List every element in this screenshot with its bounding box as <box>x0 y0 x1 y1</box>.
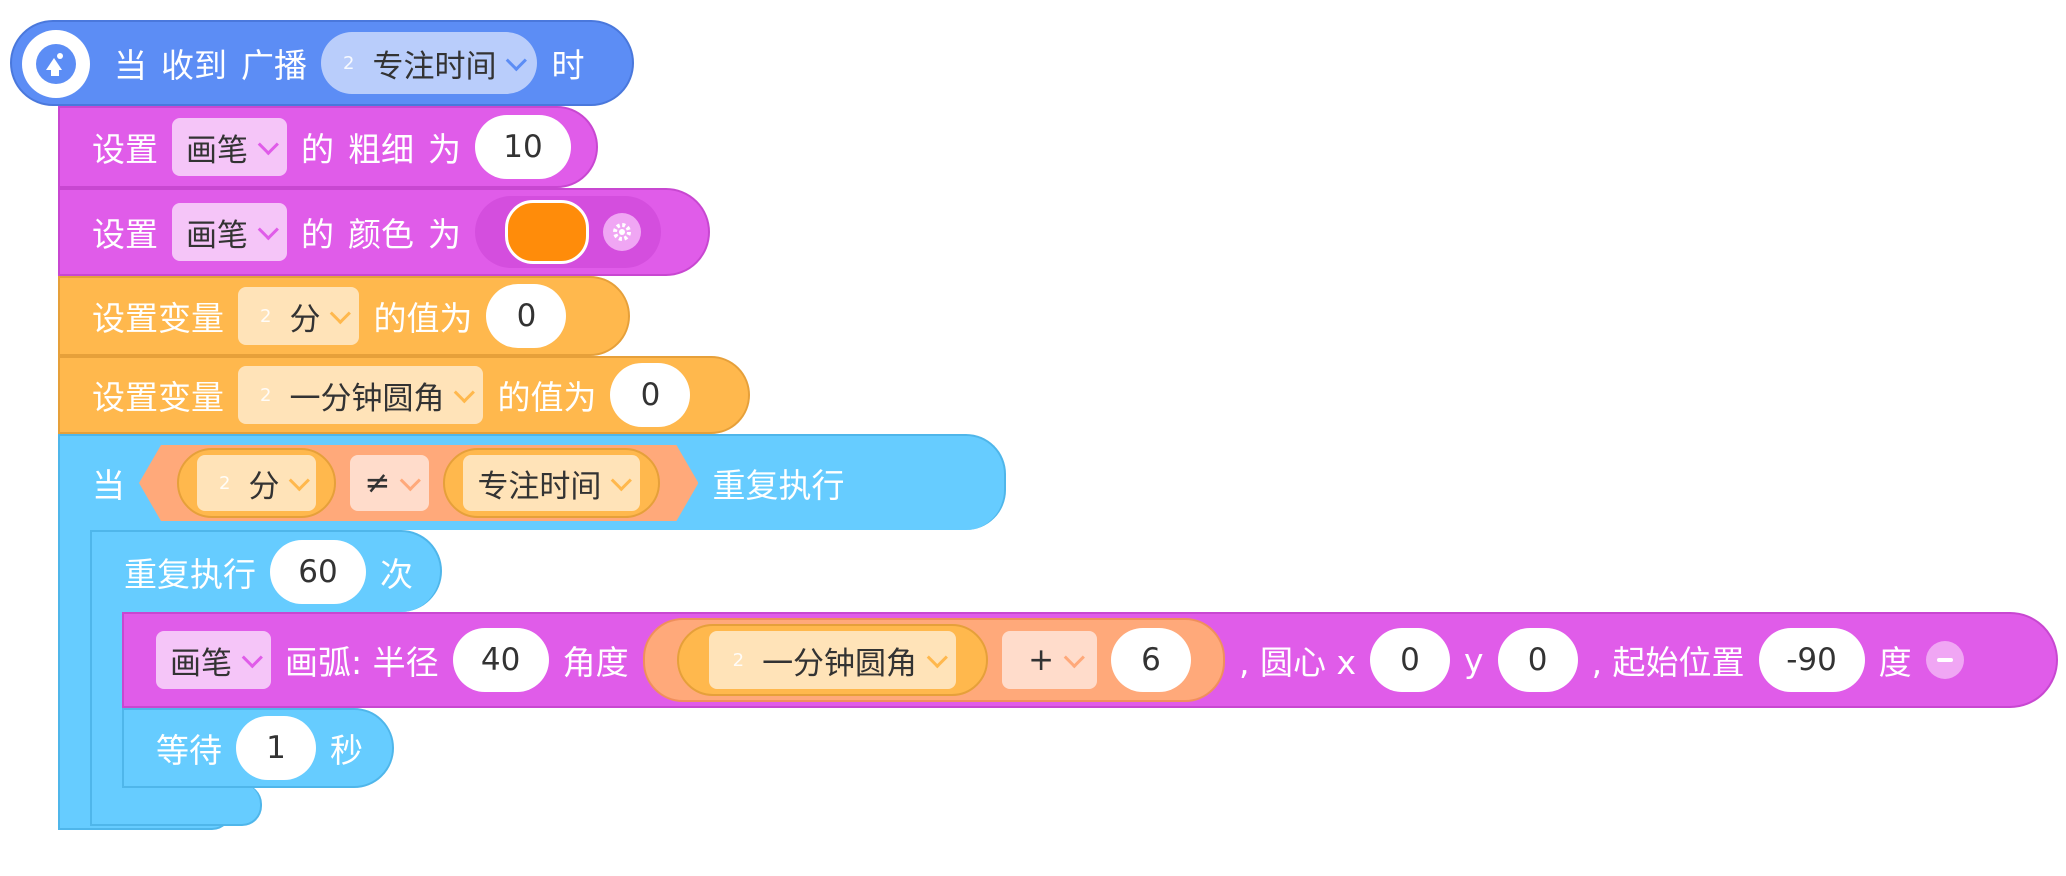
chevron-down-icon <box>400 470 421 491</box>
operator-value: ≠ <box>364 465 391 501</box>
start-position-label: , 起始位置 <box>1591 643 1745 682</box>
collapse-minus-icon[interactable] <box>1925 641 1964 679</box>
chevron-down-icon <box>611 470 632 491</box>
pen-target-dropdown[interactable]: 画笔 <box>172 118 287 176</box>
set-label: 设置 <box>92 130 158 169</box>
set-variable-label: 设置变量 <box>92 299 224 338</box>
chevron-down-icon <box>1063 646 1085 668</box>
add-value-input[interactable]: 6 <box>1111 628 1192 692</box>
variable-value: 一分钟圆角 <box>762 645 918 682</box>
repeat-loop-arm <box>90 610 122 786</box>
broadcast-icon <box>22 30 90 98</box>
not-equal-condition[interactable]: 2 分 ≠ 专注时间 <box>139 445 698 521</box>
of-label: 的 <box>301 215 334 254</box>
repeat-label: 重复执行 <box>712 466 845 505</box>
repeat-count-input[interactable]: 60 <box>270 540 366 604</box>
repeat-label: 重复执行 <box>124 555 256 594</box>
operator-dropdown[interactable]: + <box>1002 631 1098 689</box>
seconds-label: 秒 <box>330 731 363 770</box>
variable-value-input[interactable]: 0 <box>486 284 567 348</box>
times-label: 次 <box>380 555 413 594</box>
broadcast-badge: 2 <box>343 52 355 74</box>
chevron-down-icon <box>257 218 279 240</box>
message-dropdown[interactable]: 专注时间 <box>463 455 640 511</box>
variable-value-input[interactable]: 0 <box>610 363 691 427</box>
chevron-down-icon <box>257 133 279 155</box>
wait-label: 等待 <box>156 731 222 770</box>
color-picker-field[interactable] <box>475 196 661 268</box>
repeat-loop-block[interactable]: 重复执行 60 次 <box>90 530 442 612</box>
center-y-label: y <box>1464 640 1484 680</box>
broadcast-message-dropdown[interactable]: 2 专注时间 <box>321 32 538 94</box>
variable-value: 分 <box>289 301 321 338</box>
pen-size-input[interactable]: 10 <box>475 115 571 179</box>
set-pen-size-block[interactable]: 设置 画笔 的 粗细 为 10 <box>58 106 598 188</box>
set-variable-block[interactable]: 设置变量 2 一分钟圆角 的值为 0 <box>58 356 750 434</box>
start-angle-input[interactable]: -90 <box>1758 628 1865 692</box>
pen-target-value: 画笔 <box>186 217 248 254</box>
radius-input[interactable]: 40 <box>452 628 549 692</box>
value-to-label: 的值为 <box>373 299 473 338</box>
degree-label: 度 <box>1878 643 1912 682</box>
color-label: 颜色 <box>348 215 414 254</box>
value-to-label: 的值为 <box>497 378 597 417</box>
received-label: 收到 <box>161 46 227 85</box>
size-label: 粗细 <box>348 130 414 169</box>
pen-target-dropdown[interactable]: 画笔 <box>156 631 271 689</box>
to-label: 为 <box>428 130 461 169</box>
variable-reporter[interactable]: 2 分 <box>177 448 336 518</box>
wait-block[interactable]: 等待 1 秒 <box>122 708 394 788</box>
broadcast-reporter[interactable]: 专注时间 <box>443 448 660 518</box>
to-label: 为 <box>428 215 461 254</box>
variable-value: 分 <box>248 468 280 505</box>
while-loop-block[interactable]: 当 2 分 ≠ 专注时间 重复执行 <box>58 434 1006 530</box>
pen-target-value: 画笔 <box>186 132 248 169</box>
set-pen-color-block[interactable]: 设置 画笔 的 颜色 为 <box>58 188 710 276</box>
when-broadcast-hat-block[interactable]: 当 收到 广播 2 专注时间 时 <box>10 20 634 106</box>
wait-seconds-input[interactable]: 1 <box>236 716 316 780</box>
repeat-loop-foot <box>90 784 262 826</box>
angle-label: 角度 <box>562 643 629 682</box>
variable-dropdown[interactable]: 2 分 <box>197 455 316 511</box>
variable-badge: 2 <box>260 305 272 327</box>
variable-reporter[interactable]: 2 一分钟圆角 <box>676 624 989 696</box>
then-label: 时 <box>551 46 585 85</box>
when-label: 当 <box>114 46 147 85</box>
variable-badge: 2 <box>260 384 272 406</box>
chevron-down-icon <box>241 646 263 668</box>
set-label: 设置 <box>92 215 158 254</box>
variable-badge: 2 <box>732 649 745 671</box>
center-x-label: , 圆心 x <box>1239 643 1357 682</box>
while-loop-arm <box>58 528 90 790</box>
chevron-down-icon <box>289 470 310 491</box>
of-label: 的 <box>301 130 334 169</box>
broadcast-message-value: 专注时间 <box>372 48 497 85</box>
pen-target-dropdown[interactable]: 画笔 <box>172 203 287 261</box>
gear-icon[interactable] <box>603 213 641 251</box>
variable-value: 一分钟圆角 <box>289 380 445 417</box>
chevron-down-icon <box>454 381 476 403</box>
broadcast-label: 广播 <box>241 46 307 85</box>
center-x-input[interactable]: 0 <box>1370 628 1451 692</box>
variable-dropdown[interactable]: 2 分 <box>238 287 360 345</box>
center-y-input[interactable]: 0 <box>1497 628 1578 692</box>
color-swatch[interactable] <box>505 200 589 264</box>
chevron-down-icon <box>330 302 352 324</box>
variable-badge: 2 <box>219 472 231 494</box>
chevron-down-icon <box>926 646 948 668</box>
variable-dropdown[interactable]: 2 一分钟圆角 <box>708 631 957 689</box>
variable-dropdown[interactable]: 2 一分钟圆角 <box>238 366 484 424</box>
arc-radius-label: 画弧: 半径 <box>285 643 439 682</box>
add-operator-reporter[interactable]: 2 一分钟圆角 + 6 <box>642 618 1226 702</box>
message-value: 专注时间 <box>477 468 602 505</box>
chevron-down-icon <box>506 49 528 71</box>
set-variable-label: 设置变量 <box>92 378 224 417</box>
pen-target-value: 画笔 <box>170 645 232 682</box>
operator-value: + <box>1028 642 1055 678</box>
set-variable-block[interactable]: 设置变量 2 分 的值为 0 <box>58 276 630 356</box>
while-label: 当 <box>92 466 125 505</box>
operator-dropdown[interactable]: ≠ <box>350 455 429 511</box>
draw-arc-block[interactable]: 画笔 画弧: 半径 40 角度 2 一分钟圆角 + 6 , 圆心 x 0 y 0… <box>122 612 2058 708</box>
